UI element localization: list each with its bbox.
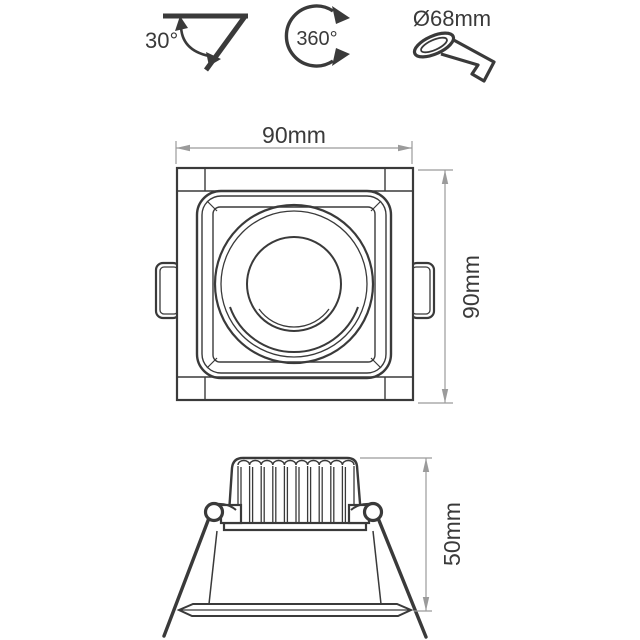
rotation-arrowhead-bottom-icon [332,48,350,66]
cutout-hole-rim-icon [412,31,456,59]
lens-circle [246,236,342,332]
left-spring-coil [203,501,225,523]
rotation-arc-icon [284,4,334,68]
tilt-arrowhead-down-icon [206,52,221,66]
left-spring-arm [215,502,237,511]
right-spring-arm [350,502,372,511]
body-right-wall [372,530,382,605]
depth-arrow-bottom-icon [422,597,430,611]
cutout-hole-inner-rim-icon [420,36,448,54]
right-spring-coil [362,501,384,523]
heatsink-base-plate [222,521,368,532]
left-spring-leg [162,516,211,638]
depth-arrow-top-icon [422,458,430,472]
rotation-arrowhead-top-icon [332,6,350,24]
front-view-dimensions [175,141,453,404]
tilt-angle-icon [163,13,249,72]
side-height-label: 50mm [439,502,465,566]
rotation-icon [284,4,350,68]
bezel-mid [201,195,387,374]
heatsink-fin-scallops [237,459,355,466]
front-width-label: 90mm [262,122,326,148]
bezel-corner-tick-tr [370,200,382,212]
tilt-arrowhead-up-icon [175,16,188,31]
side-view-dimensions [360,457,432,612]
height-arrow-bottom-icon [441,389,449,403]
cutout-diameter-label: Ø68mm [413,6,491,31]
bezel-outer [195,189,393,380]
cutter-shaft-icon [440,36,496,83]
front-height-label: 90mm [458,255,484,319]
front-view [154,166,436,402]
hole-cutter-icon [412,31,496,83]
lens-lower-arc [258,308,330,328]
bezel-corner-tick-br [370,357,382,369]
bezel-corner-tick-tl [206,200,218,212]
heatsink-fins [237,466,355,522]
width-arrow-right-icon [398,144,412,152]
right-spring-leg [376,516,428,639]
side-view [162,456,428,639]
reflector-outer-ring [213,203,375,365]
reflector-lower-arc [229,306,359,353]
tilt-arc-icon [179,24,210,58]
reflector-second-ring [220,210,368,358]
bezel-corner-tick-bl [206,357,218,369]
width-arrow-left-icon [176,144,190,152]
tilt-angle-label: 30° [145,28,178,53]
rotation-angle-label: 360° [296,28,337,50]
height-arrow-top-icon [441,170,449,184]
body-left-wall [208,530,218,605]
